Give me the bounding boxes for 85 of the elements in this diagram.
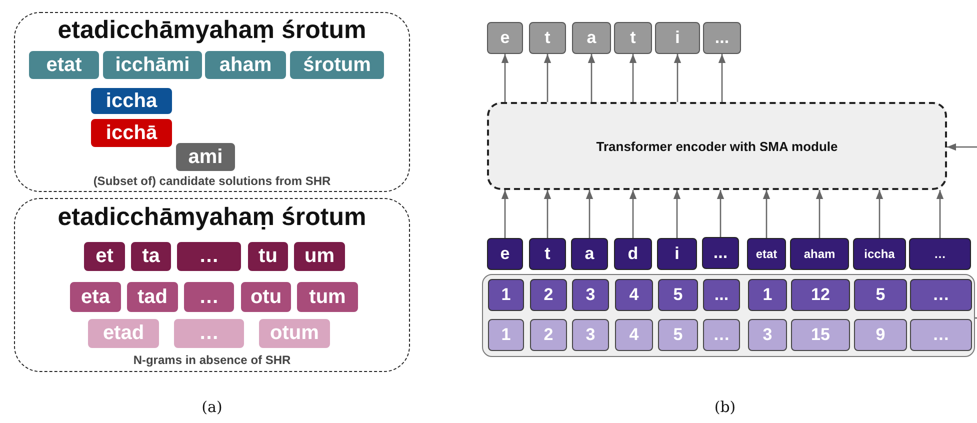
token-box: t xyxy=(529,238,566,270)
token-box: 12 xyxy=(791,279,850,311)
token-box: um xyxy=(294,242,345,271)
arrow xyxy=(501,190,509,238)
token-box: etat xyxy=(747,238,786,270)
token-box: … xyxy=(177,242,241,271)
token-box: ami xyxy=(176,143,235,171)
arrow xyxy=(716,190,724,237)
token-box: 3 xyxy=(572,279,609,311)
token-box: otum xyxy=(259,319,330,348)
token-box: otu xyxy=(241,282,291,312)
encoder-box xyxy=(487,102,947,190)
token-box: 4 xyxy=(615,279,653,311)
token-box: … xyxy=(909,238,971,270)
arrow xyxy=(936,190,944,238)
arrow xyxy=(674,54,682,102)
arrow xyxy=(876,190,884,238)
token-box: a xyxy=(571,238,608,270)
token-box: eta xyxy=(70,282,121,312)
embedding-group-box xyxy=(482,274,975,357)
encoder-label: Transformer encoder with SMA module xyxy=(596,138,838,154)
token-box: a xyxy=(572,22,611,54)
token-box: … xyxy=(174,319,244,348)
token-box: ta xyxy=(131,242,171,271)
dashed-group-box xyxy=(14,198,410,372)
connector-line xyxy=(975,317,977,319)
token-box: icchā xyxy=(91,119,172,147)
token-box: i xyxy=(657,238,697,270)
token-box: tad xyxy=(127,282,178,312)
arrow xyxy=(947,143,977,151)
token-box: 3 xyxy=(748,319,787,351)
token-box: 2 xyxy=(530,279,567,311)
token-box: et xyxy=(84,242,125,271)
token-box: t xyxy=(529,22,566,54)
token-box: ... xyxy=(702,237,739,269)
arrow xyxy=(544,54,552,102)
arrow xyxy=(762,190,770,238)
dashed-group-box xyxy=(14,12,410,192)
token-box: 2 xyxy=(530,319,567,351)
token-box: 1 xyxy=(748,279,787,311)
arrow xyxy=(629,54,637,102)
token-box: ... xyxy=(703,279,740,311)
arrow xyxy=(586,190,594,238)
token-box: 5 xyxy=(658,279,698,311)
token-box: aham xyxy=(790,238,849,270)
group-caption: N-grams in absence of SHR xyxy=(132,353,292,367)
token-box: … xyxy=(184,282,234,312)
arrow xyxy=(673,190,681,238)
subfigure-label: (a) xyxy=(200,398,224,416)
token-box: 5 xyxy=(854,279,907,311)
token-box: i xyxy=(655,22,700,54)
token-box: icchāmi xyxy=(103,51,202,79)
arrow xyxy=(588,54,596,102)
token-box: 1 xyxy=(488,319,524,351)
token-box: 4 xyxy=(615,319,653,351)
token-box: etad xyxy=(88,319,159,348)
token-box: śrotum xyxy=(290,51,384,79)
token-box: 15 xyxy=(791,319,850,351)
token-box: iccha xyxy=(91,88,172,114)
arrow xyxy=(501,54,509,102)
arrow xyxy=(544,190,552,238)
token-box: t xyxy=(614,22,652,54)
token-box: 9 xyxy=(854,319,907,351)
token-box: 1 xyxy=(488,279,524,311)
token-box: aham xyxy=(205,51,286,79)
token-box: … xyxy=(910,279,972,311)
token-box: … xyxy=(910,319,972,351)
token-box: etat xyxy=(29,51,99,79)
token-box: e xyxy=(487,22,523,54)
token-box: tu xyxy=(248,242,288,271)
sentence-heading: etadicchāmyahaṃ śrotum xyxy=(56,16,368,45)
token-box: e xyxy=(487,238,523,270)
token-box: d xyxy=(614,238,652,270)
group-caption: (Subset of) candidate solutions from SHR xyxy=(92,174,332,188)
token-box: iccha xyxy=(853,238,906,270)
token-box: ... xyxy=(703,22,741,54)
sentence-heading: etadicchāmyahaṃ śrotum xyxy=(56,203,368,232)
token-box: … xyxy=(703,319,740,351)
arrow xyxy=(629,190,637,238)
token-box: 5 xyxy=(658,319,698,351)
token-box: 3 xyxy=(572,319,609,351)
arrow xyxy=(718,54,726,102)
subfigure-label: (b) xyxy=(713,398,737,416)
token-box: tum xyxy=(297,282,358,312)
arrow xyxy=(816,190,824,238)
